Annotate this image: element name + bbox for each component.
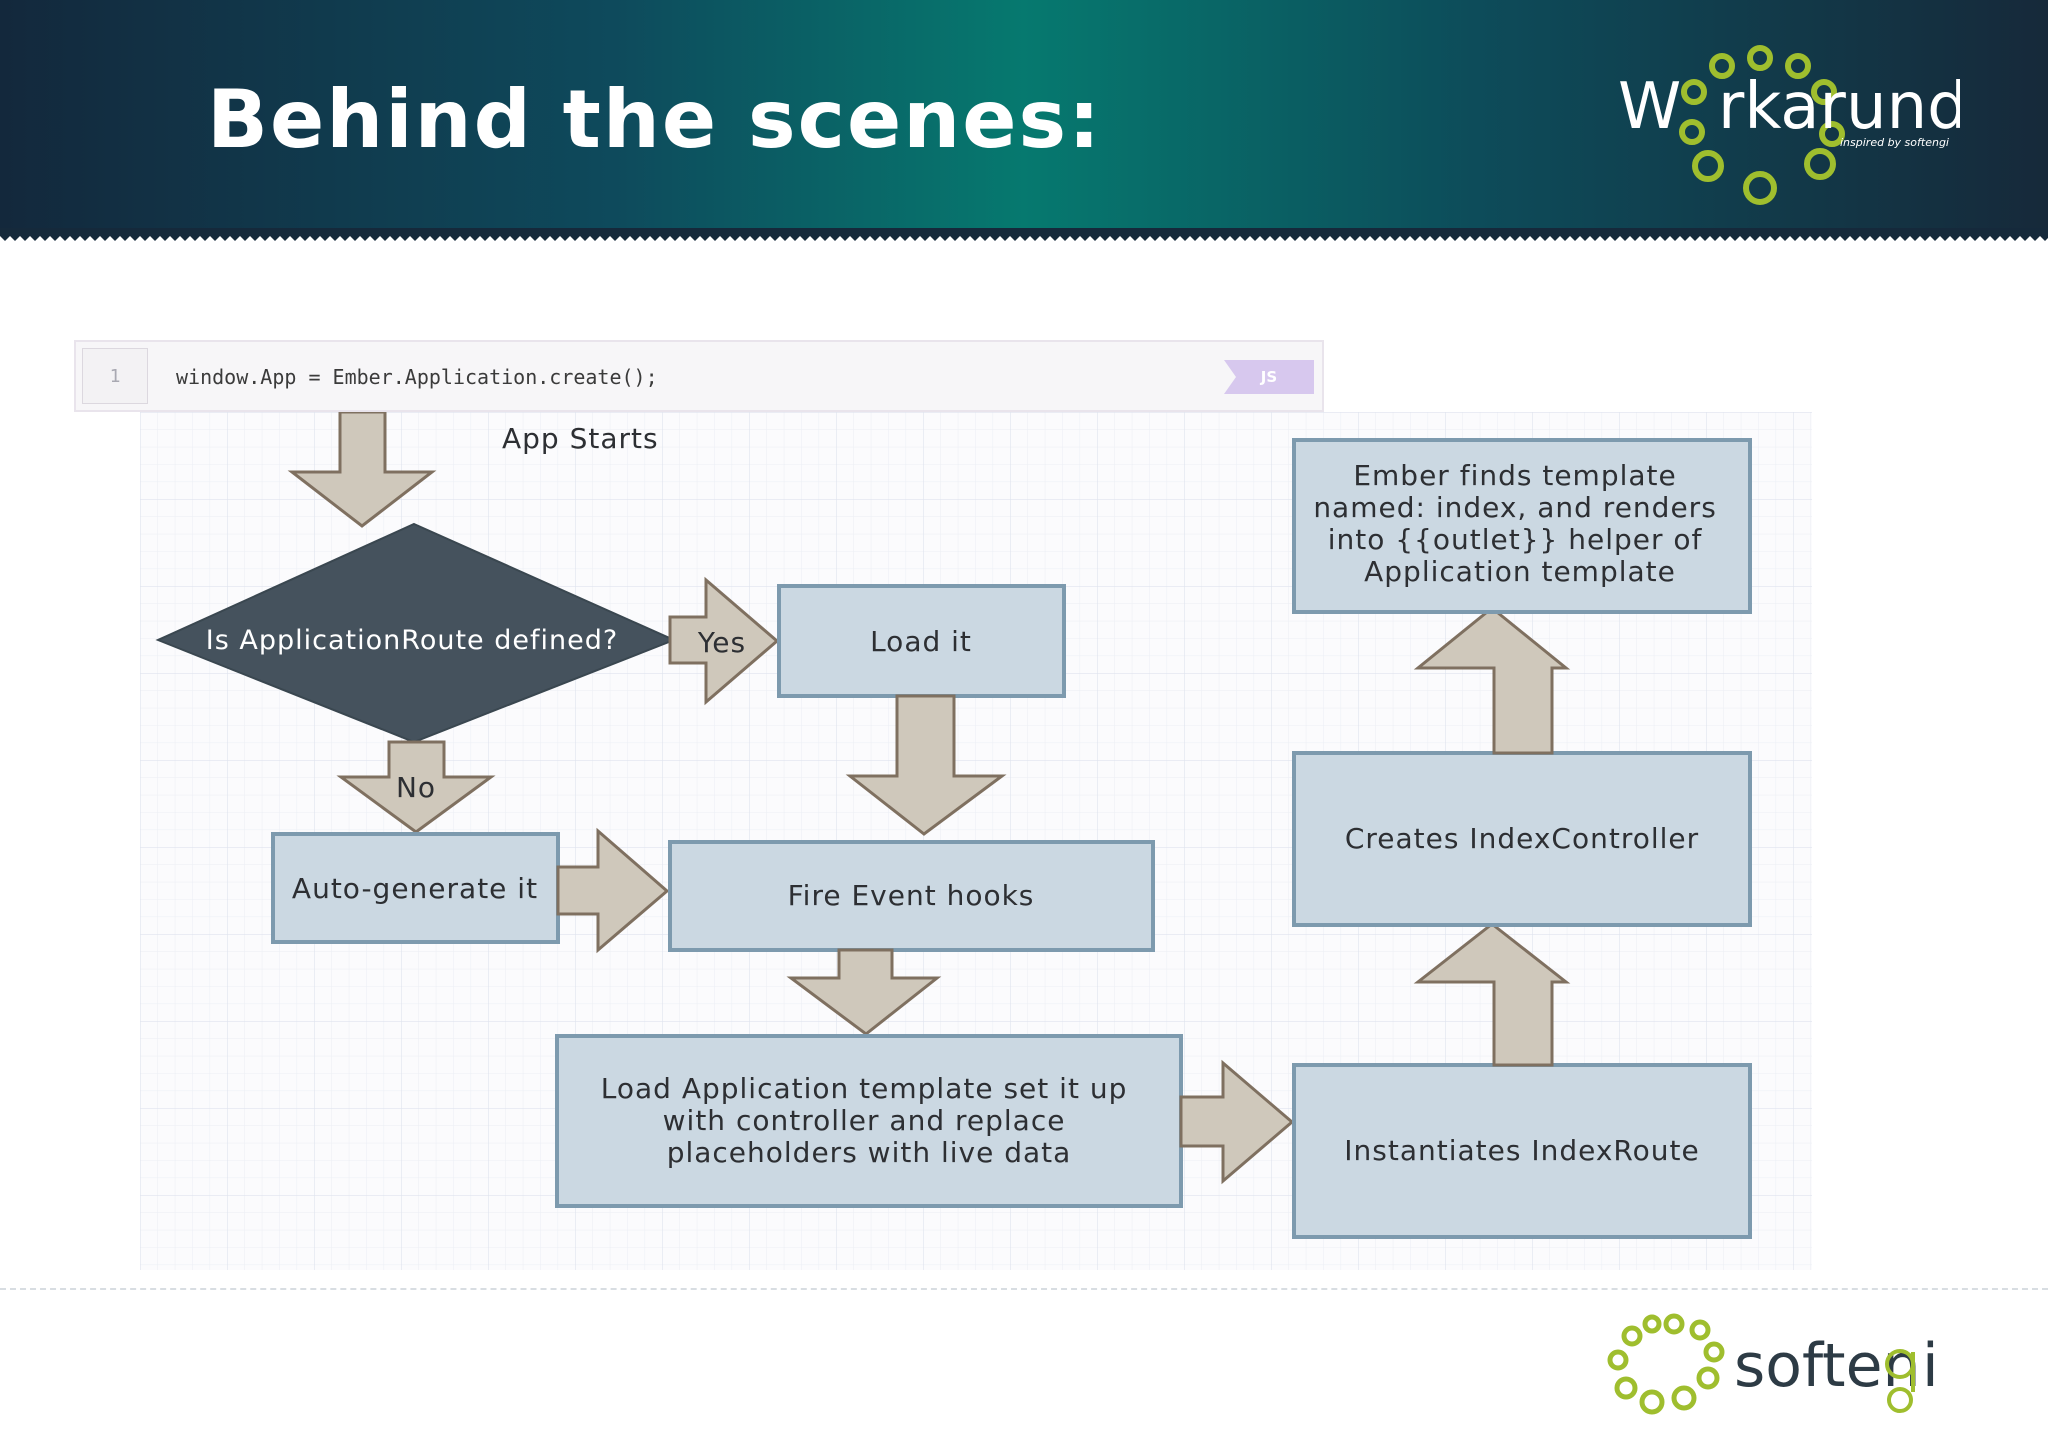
fire-event-down-arrow [786, 948, 942, 1036]
workaround-logo: W rkar und inspired by softengi [1618, 45, 1960, 205]
creates-controller-box [1292, 751, 1752, 927]
yes-arrow [668, 576, 780, 706]
flowchart: App Starts Is ApplicationRoute defined? … [140, 412, 1812, 1270]
workaround-logo-text-right: und [1846, 70, 1960, 144]
decision-text: Is ApplicationRoute defined? [206, 625, 618, 656]
softengi-g-icon [1885, 1349, 1915, 1413]
softengi-logo-text-right: i [1922, 1331, 1939, 1401]
chain-ring-icon [1679, 45, 1845, 205]
load-it-box [777, 584, 1066, 698]
no-arrow [336, 740, 496, 834]
ember-finds-template-text: Ember finds template named: index, and r… [1313, 459, 1726, 588]
auto-generate-text: Auto-generate it [292, 872, 538, 905]
ember-finds-line-3: into {{outlet}} helper of [1328, 523, 1703, 556]
load-template-line-1: Load Application template set it up [601, 1072, 1128, 1105]
fire-event-hooks-text: Fire Event hooks [788, 879, 1035, 912]
slide-header [0, 0, 2048, 236]
load-it-text: Load it [870, 625, 972, 658]
ember-finds-line-2: named: index, and renders [1313, 491, 1716, 524]
language-badge: JS [1224, 360, 1314, 394]
softengi-chain-icon [1607, 1313, 1725, 1415]
load-template-box [555, 1034, 1183, 1208]
workaround-logo-text-left: W [1618, 70, 1681, 144]
load-it-down-arrow [845, 694, 1007, 836]
load-template-text: Load Application template set it up with… [601, 1072, 1138, 1169]
code-line-number: 1 [109, 366, 121, 387]
load-template-line-2: with controller and replace [663, 1104, 1066, 1137]
fire-event-hooks-box [668, 840, 1155, 952]
code-snippet: 1 window.App = Ember.Application.create(… [74, 340, 1324, 412]
instantiates-route-text: Instantiates IndexRoute [1344, 1134, 1699, 1167]
start-label: App Starts [502, 422, 659, 455]
language-badge-label: JS [1260, 368, 1278, 386]
creates-controller-text: Creates IndexController [1345, 822, 1699, 855]
footer-divider [0, 1288, 2048, 1290]
softengi-logo: soften i [1607, 1313, 1939, 1415]
softengi-logo-text-left: soften [1734, 1331, 1921, 1401]
no-label: No [396, 771, 436, 804]
workaround-logo-tagline: inspired by softengi [1840, 136, 1949, 149]
yes-label: Yes [697, 626, 746, 659]
ember-finds-line-4: Application template [1364, 555, 1676, 588]
load-template-right-arrow [1179, 1059, 1295, 1185]
load-template-line-3: placeholders with live data [667, 1136, 1072, 1169]
header-zigzag-edge [0, 228, 2048, 242]
route-up-arrow [1413, 922, 1571, 1067]
code-gutter: 1 [82, 348, 148, 404]
start-arrow [287, 412, 437, 528]
controller-up-arrow [1413, 606, 1571, 755]
ember-finds-template-box [1292, 438, 1752, 614]
auto-generate-right-arrow [556, 827, 670, 954]
ember-finds-line-1: Ember finds template [1353, 459, 1676, 492]
code-line: window.App = Ember.Application.create(); [176, 365, 658, 389]
workaround-logo-text-mid: rkar [1718, 70, 1846, 144]
slide-title: Behind the scenes: [207, 73, 1103, 166]
